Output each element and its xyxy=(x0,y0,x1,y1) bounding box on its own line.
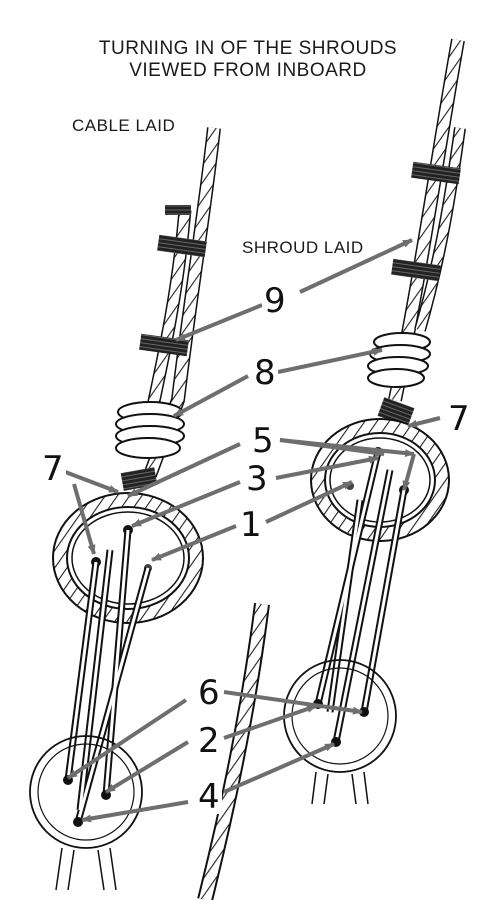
middle-rope xyxy=(197,603,270,900)
callout-6: 6 xyxy=(196,673,222,713)
callout-4: 4 xyxy=(196,777,222,817)
right-shroud xyxy=(283,38,466,805)
shroud-laid-label: SHROUD LAID xyxy=(240,238,366,258)
callout-1: 1 xyxy=(238,505,264,545)
callout-8: 8 xyxy=(252,353,278,393)
callout-7-left: 7 xyxy=(40,449,66,489)
diagram-title: TURNING IN OF THE SHROUDS xyxy=(98,38,398,59)
callout-2: 2 xyxy=(196,721,222,761)
callout-7-right: 7 xyxy=(446,399,472,439)
diagram-subtitle: VIEWED FROM INBOARD xyxy=(129,60,367,81)
callout-3: 3 xyxy=(244,459,270,499)
round-seizing xyxy=(115,401,185,459)
callout-5: 5 xyxy=(250,421,276,461)
round-seizing xyxy=(367,332,431,388)
seizing xyxy=(157,234,207,258)
cable-laid-label: CABLE LAID xyxy=(70,116,178,136)
callout-9: 9 xyxy=(262,281,288,321)
seizing xyxy=(411,161,461,185)
left-shroud xyxy=(29,127,221,891)
callout-arrows xyxy=(59,238,441,823)
seizing xyxy=(391,258,441,282)
